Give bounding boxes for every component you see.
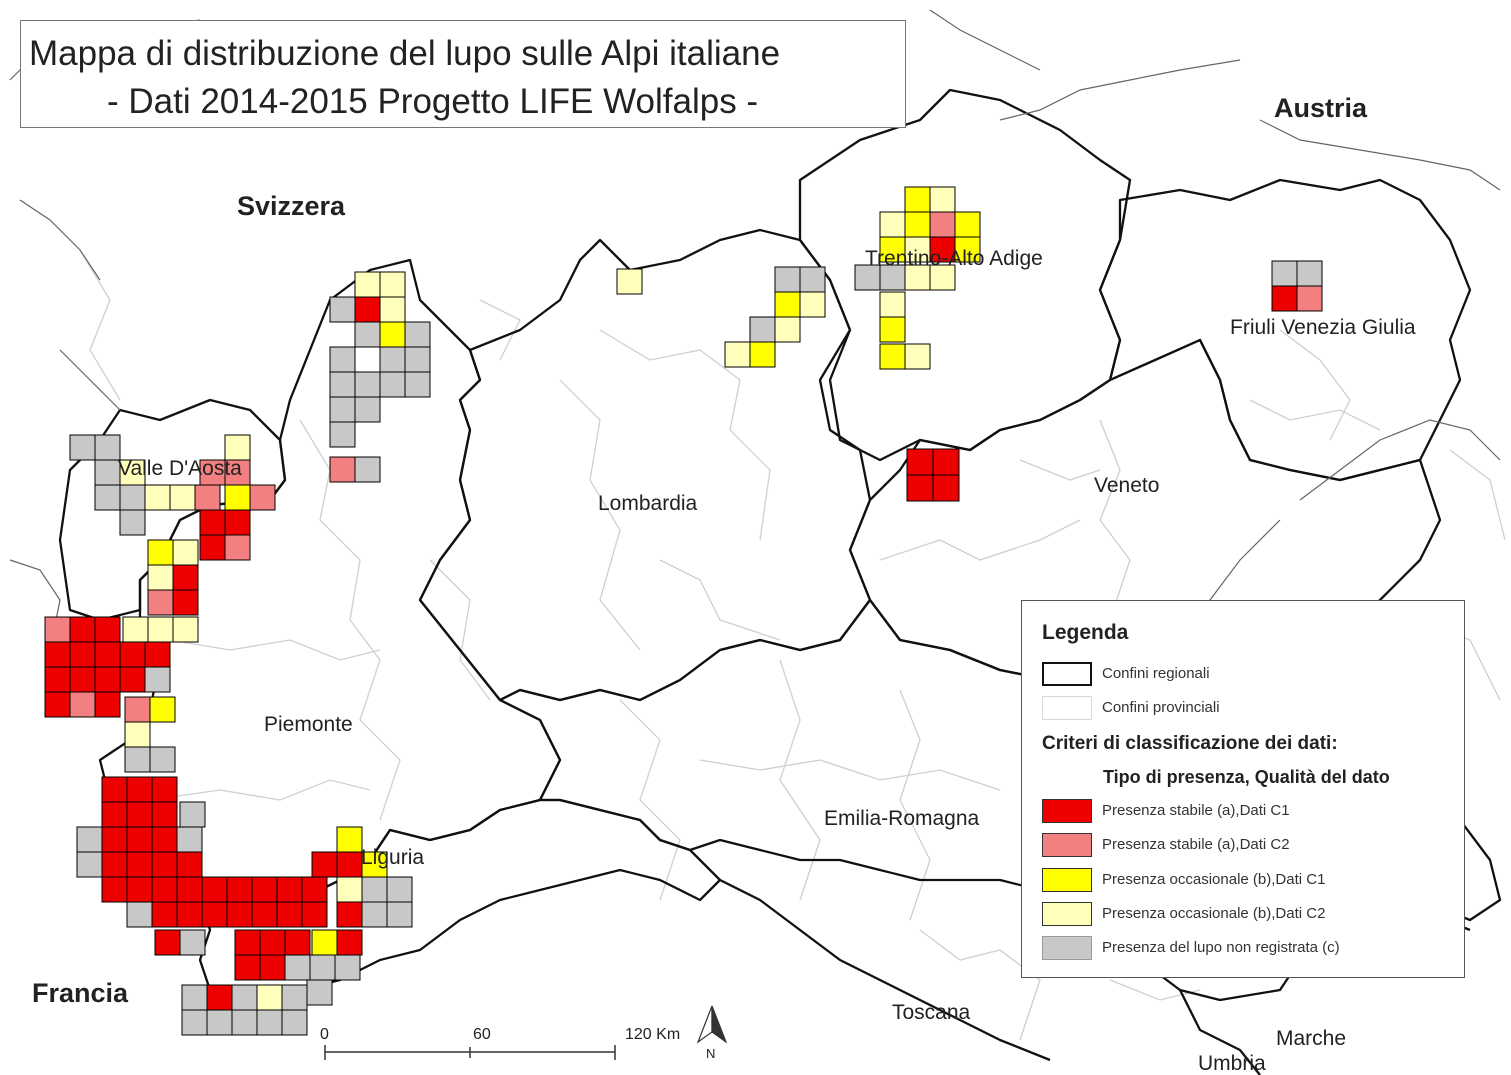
legend-label-occasional-c2: Presenza occasionale (b),Dati C2 xyxy=(1102,905,1326,922)
region-label-umbria: Umbria xyxy=(1198,1052,1266,1075)
legend-label-not-recorded: Presenza del lupo non registrata (c) xyxy=(1102,939,1340,956)
legend-label-occasional-c1: Presenza occasionale (b),Dati C1 xyxy=(1102,871,1326,888)
legend-panel: Legenda Confini regionali Confini provin… xyxy=(1021,600,1465,978)
region-label-liguria: Liguria xyxy=(361,846,424,869)
distribution-grid xyxy=(44,186,1323,1036)
legend-swatch-regional xyxy=(1042,662,1092,686)
legend-label-stable-c2: Presenza stabile (a),Dati C2 xyxy=(1102,836,1290,853)
region-label-valle-daosta: Valle D'Aosta xyxy=(118,457,242,480)
legend-row-occasional-c2: Presenza occasionale (b),Dati C2 xyxy=(1042,902,1462,928)
legend-swatch-occasional-c1 xyxy=(1042,868,1092,892)
map-title-box: Mappa di distribuzione del lupo sulle Al… xyxy=(20,20,906,128)
scale-tick-120: 120 Km xyxy=(625,1026,680,1043)
north-label: N xyxy=(706,1046,715,1061)
region-label-piemonte: Piemonte xyxy=(264,713,353,736)
region-label-toscana: Toscana xyxy=(892,1001,971,1024)
scale-bar xyxy=(324,1045,616,1060)
legend-swatch-stable-c1 xyxy=(1042,799,1092,823)
scale-tick-60: 60 xyxy=(473,1026,491,1043)
region-label-trentino: Trentino-Alto Adige xyxy=(865,247,1043,270)
map-subtitle: - Dati 2014-2015 Progetto LIFE Wolfalps … xyxy=(107,82,759,121)
country-label-svizzera: Svizzera xyxy=(237,191,346,221)
legend-subheading: Tipo di presenza, Qualità del dato xyxy=(1103,767,1390,787)
legend-row-stable-c1: Presenza stabile (a),Dati C1 xyxy=(1042,799,1462,825)
legend-title: Legenda xyxy=(1042,621,1129,644)
legend-swatch-occasional-c2 xyxy=(1042,902,1092,926)
regional-borders xyxy=(58,88,1502,1075)
region-label-marche: Marche xyxy=(1276,1027,1346,1050)
legend-swatch-not-recorded xyxy=(1042,936,1092,960)
legend-swatch-stable-c2 xyxy=(1042,833,1092,857)
provincial-borders xyxy=(79,249,1506,1041)
country-label-francia: Francia xyxy=(32,978,129,1008)
country-label-austria: Austria xyxy=(1274,93,1368,123)
region-label-emilia: Emilia-Romagna xyxy=(824,807,980,830)
legend-swatch-provincial xyxy=(1042,696,1092,720)
map-title: Mappa di distribuzione del lupo sulle Al… xyxy=(29,34,781,73)
north-arrow-icon xyxy=(696,1005,728,1044)
region-label-lombardia: Lombardia xyxy=(598,492,698,515)
legend-row-regional: Confini regionali xyxy=(1042,662,1462,688)
legend-label-regional: Confini regionali xyxy=(1102,665,1210,682)
legend-row-stable-c2: Presenza stabile (a),Dati C2 xyxy=(1042,833,1462,859)
legend-criteria-heading: Criteri di classificazione dei dati: xyxy=(1042,733,1338,754)
region-label-veneto: Veneto xyxy=(1094,474,1159,497)
region-label-friuli: Friuli Venezia Giulia xyxy=(1230,316,1416,339)
legend-label-stable-c1: Presenza stabile (a),Dati C1 xyxy=(1102,802,1290,819)
legend-row-occasional-c1: Presenza occasionale (b),Dati C1 xyxy=(1042,868,1462,894)
legend-row-provincial: Confini provinciali xyxy=(1042,696,1462,722)
legend-row-not-recorded: Presenza del lupo non registrata (c) xyxy=(1042,936,1462,962)
legend-label-provincial: Confini provinciali xyxy=(1102,699,1220,716)
scale-tick-0: 0 xyxy=(320,1026,329,1043)
